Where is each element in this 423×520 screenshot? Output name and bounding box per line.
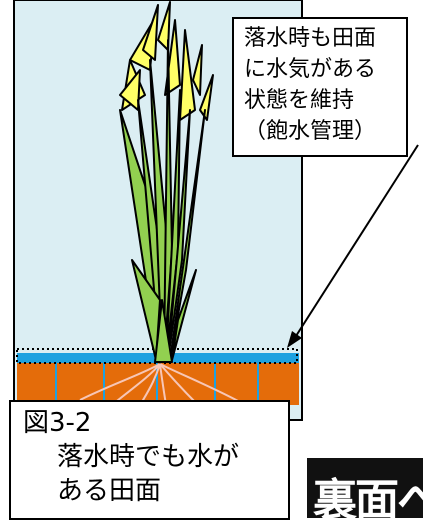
caption-line: 落水時でも水が: [57, 442, 240, 472]
callout-line: 落水時も田面: [244, 26, 377, 51]
caption-title: 図3-2: [23, 408, 92, 438]
caption-box: 図3-2 落水時でも水が ある田面: [9, 400, 290, 520]
callout-arrow: [295, 144, 419, 337]
rice-plant: [119, 1, 214, 363]
back-page-banner: 裏面へ: [307, 458, 423, 518]
callout-line: 状態を維持: [244, 88, 355, 113]
callout-arrowhead: [287, 331, 302, 348]
callout-line: （飽水管理）: [244, 119, 377, 144]
callout-box: 落水時も田面 に水気がある 状態を維持 （飽水管理）: [232, 17, 408, 157]
banner-text: 裏面へ: [313, 475, 423, 518]
caption-line: ある田面: [57, 476, 162, 506]
callout-line: に水気がある: [244, 57, 377, 82]
